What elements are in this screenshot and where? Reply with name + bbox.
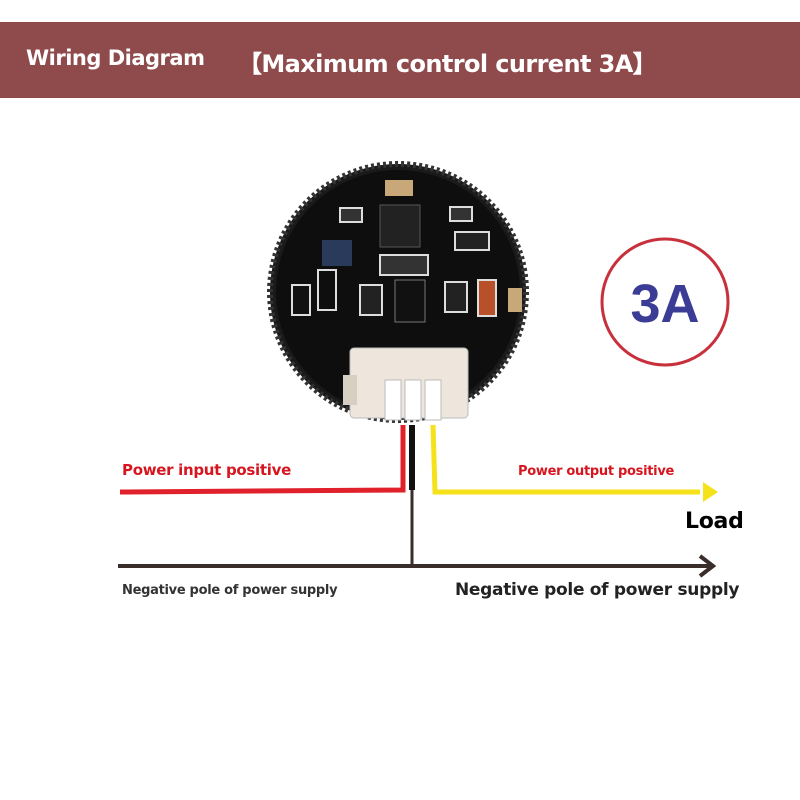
negative-arrow-icon [698,554,717,578]
negative-left-label: Negative pole of power supply [122,583,338,598]
power-output-positive-label: Power output positive [518,464,675,479]
yellow-wire [430,424,700,495]
header-banner: Wiring Diagram 【Maximum control current … [0,22,800,98]
max-current-note: 【Maximum control current 3A】 [238,50,657,78]
red-wire [119,425,406,495]
load-label: Load [685,509,744,534]
current-badge-ring [600,237,730,367]
power-input-positive-label: Power input positive [122,461,291,479]
jst-connector [343,347,469,421]
yellow-arrow-icon [703,482,718,502]
negative-right-label: Negative pole of power supply [455,580,740,600]
diagram-title: Wiring Diagram [26,46,205,70]
current-badge-text: 3A [630,274,699,334]
